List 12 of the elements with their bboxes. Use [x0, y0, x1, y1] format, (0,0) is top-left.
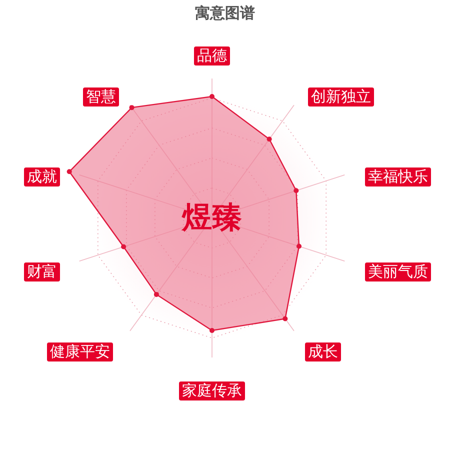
- axis-label: 美丽气质: [365, 262, 431, 282]
- axis-label: 成就: [24, 168, 60, 186]
- centre-name: 煜臻: [182, 200, 242, 238]
- axis-label: 品德: [194, 46, 230, 66]
- axis-label: 成长: [305, 342, 341, 362]
- axis-label: 家庭传承: [179, 382, 245, 400]
- axis-label: 创新独立: [308, 88, 374, 106]
- axis-label: 智慧: [83, 88, 119, 106]
- axis-label: 健康平安: [47, 342, 113, 362]
- axis-label: 幸福快乐: [365, 168, 431, 186]
- axis-label: 财富: [24, 262, 60, 282]
- chart-title: 寓意图谱: [194, 4, 256, 23]
